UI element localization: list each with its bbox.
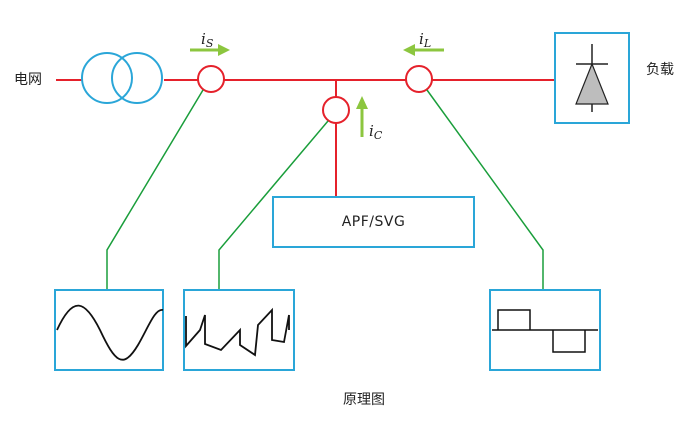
load-current-arrow: [403, 44, 444, 56]
load-current-label: iL: [419, 30, 432, 50]
apf-svg-box: APF/SVG: [272, 196, 475, 248]
sawtooth-waveform: [185, 307, 290, 357]
transformer-icon: [81, 52, 163, 104]
load-label: 负载: [646, 62, 674, 78]
source-signal-line: [106, 89, 204, 290]
source-current-arrow: [190, 44, 230, 56]
compensation-current-sensor: [322, 96, 350, 124]
sine-waveform: [56, 304, 164, 361]
compensation-signal-line: [218, 120, 329, 290]
apf-svg-label: APF/SVG: [341, 214, 406, 230]
load-current-sensor: [405, 65, 433, 93]
source-waveform-box: [54, 289, 164, 371]
square-waveform: [492, 309, 598, 353]
grid-label: 电网: [14, 72, 42, 88]
compensation-current-arrow: [356, 96, 368, 137]
load-signal-line: [426, 89, 544, 290]
diagram-caption: 原理图: [343, 392, 385, 408]
compensation-current-label: iC: [369, 122, 383, 142]
source-current-sensor: [197, 65, 225, 93]
source-current-label: iS: [201, 30, 214, 50]
diode-icon: [575, 44, 609, 112]
